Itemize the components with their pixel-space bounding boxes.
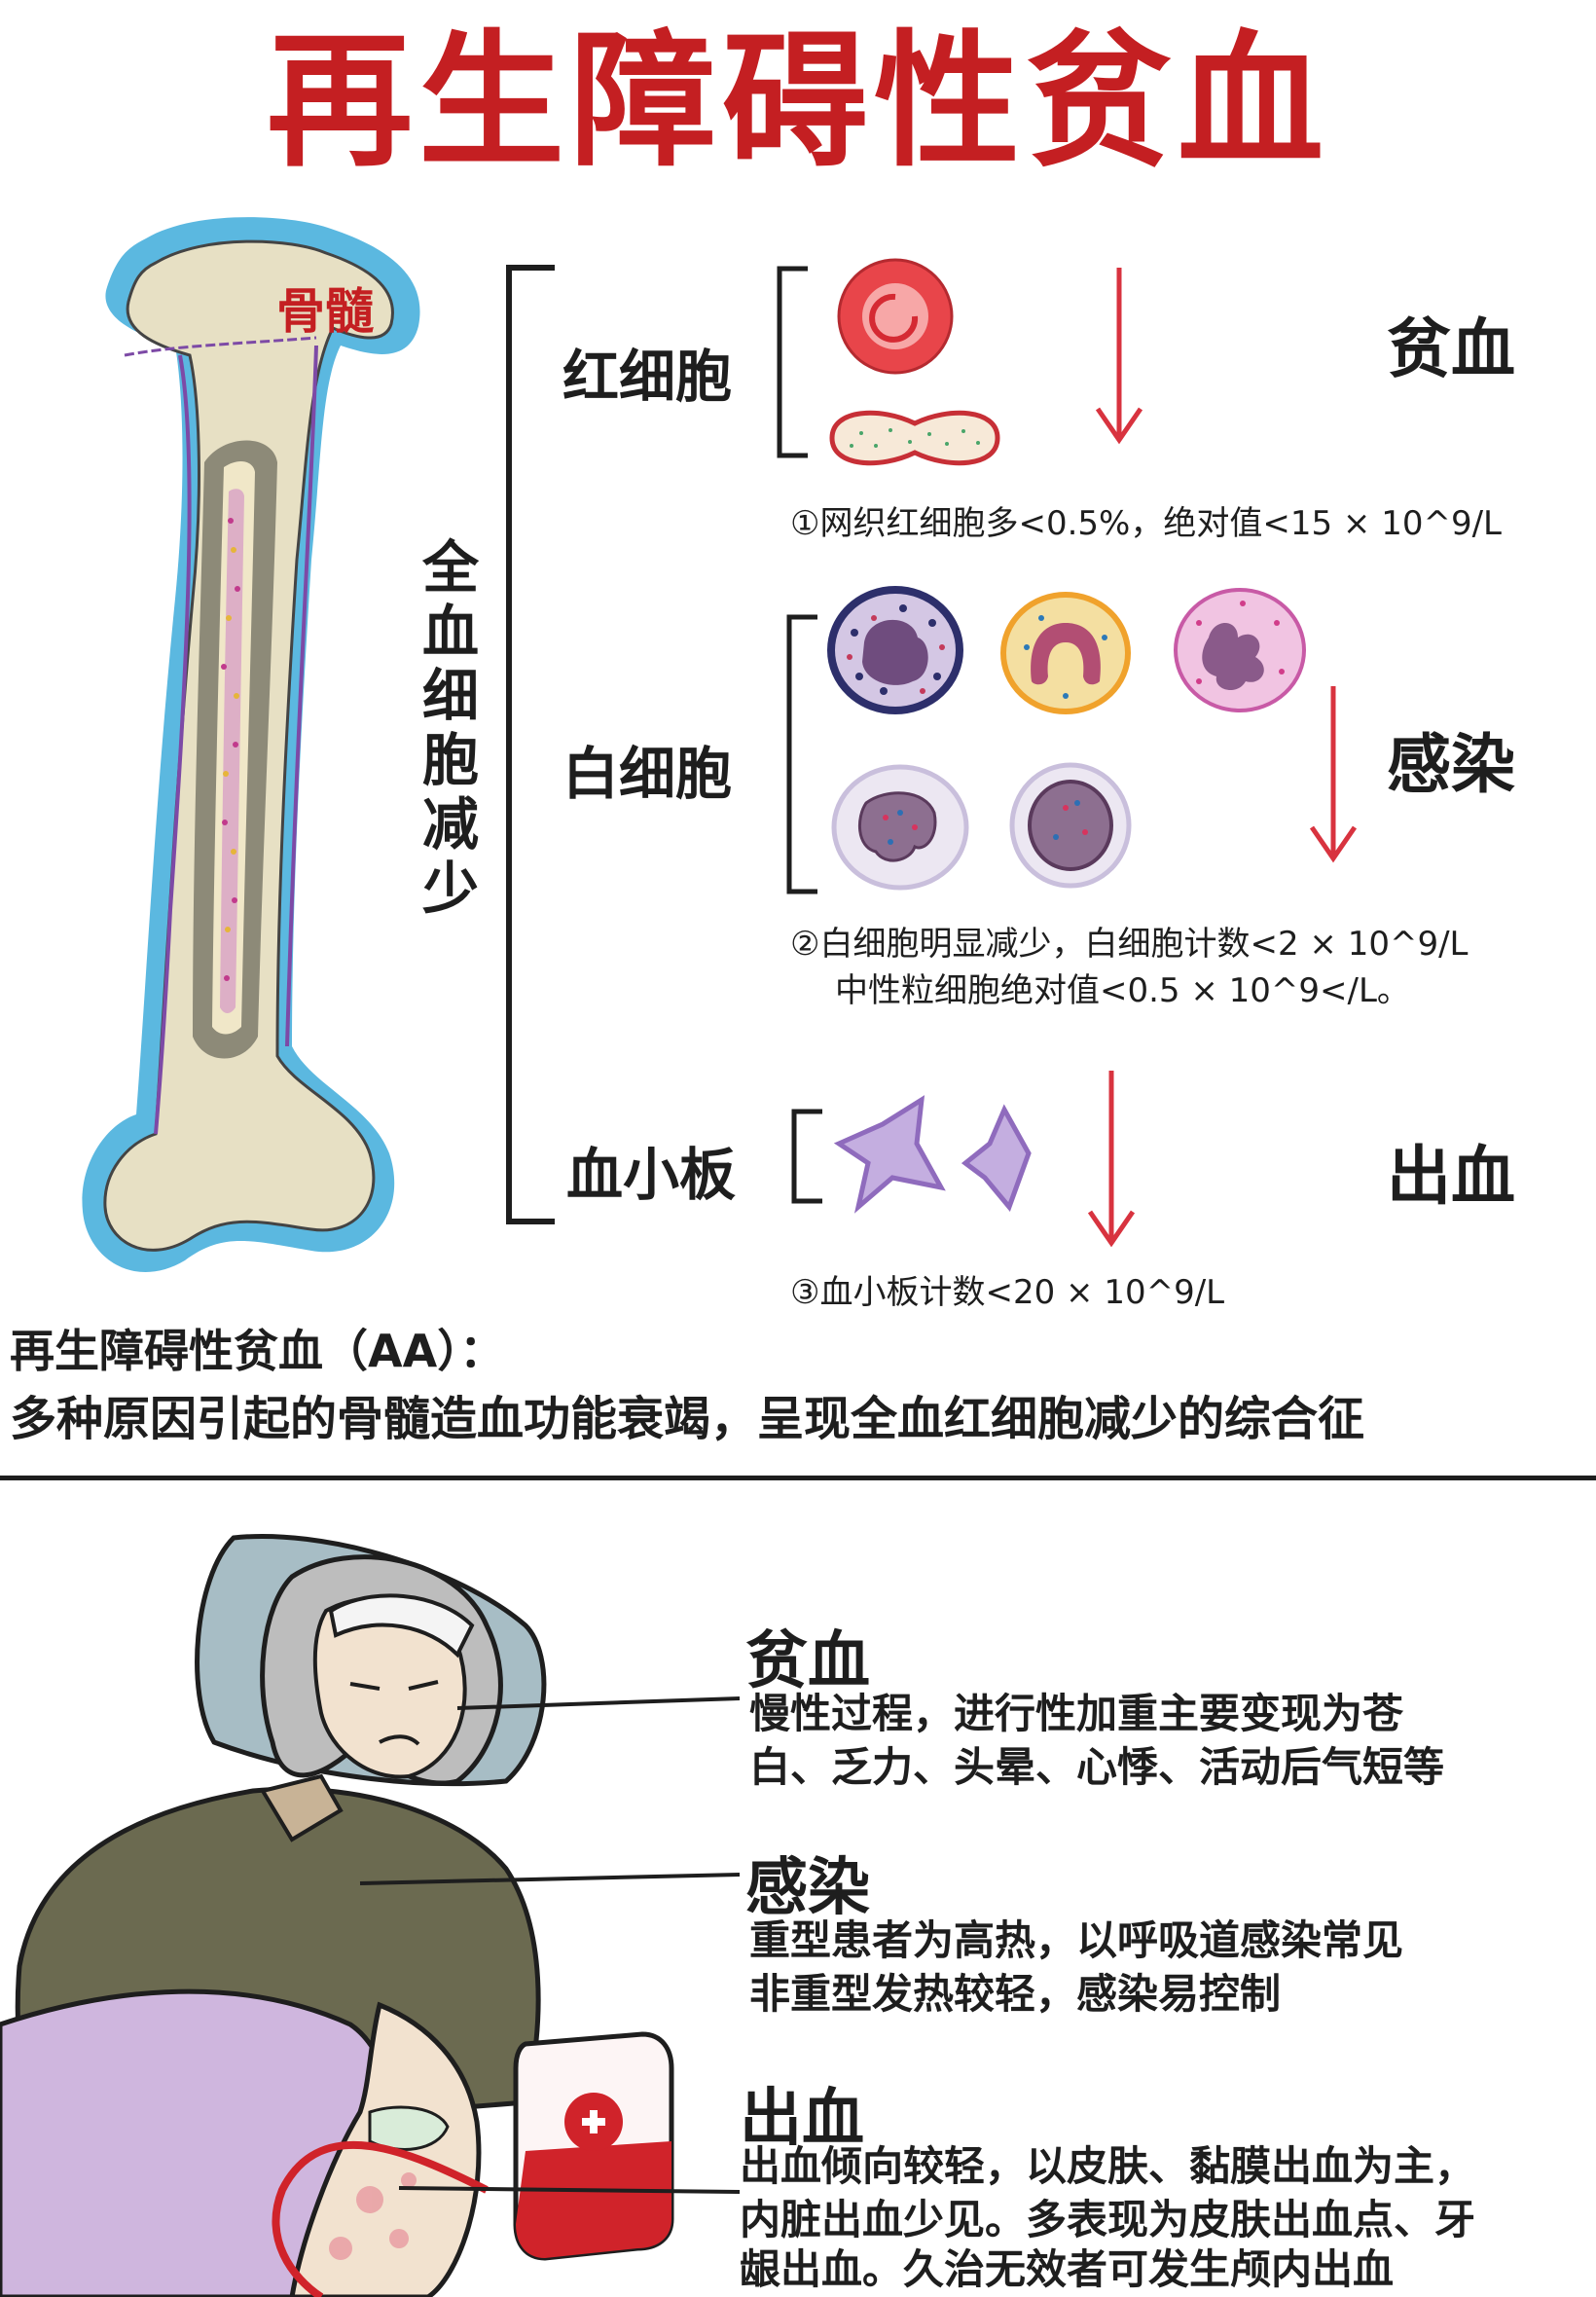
monocyte-icon <box>831 764 969 891</box>
wbc-bracket <box>786 614 817 894</box>
patient-illustration <box>0 1533 740 2297</box>
definition-text: 多种原因引起的骨髓造血功能衰竭，呈现全血红细胞减少的综合征 <box>10 1392 1365 1446</box>
symptom-bleeding-line1: 出血倾向较轻，以皮肤、黏膜出血为主， <box>740 2142 1476 2190</box>
effect-anemia: 贫血 <box>1387 311 1515 386</box>
symptom-anemia-line1: 慢性过程，进行性加重主要变现为苍 <box>749 1690 1404 1737</box>
red-blood-cell-icon <box>837 258 954 375</box>
symptom-bleeding-line2: 内脏出血少见。多表现为皮肤出血点、牙 <box>740 2196 1476 2243</box>
note-rbc: ①网织红细胞多<0.5%，绝对值<15 × 10^9/L <box>790 504 1502 543</box>
basophil-icon <box>827 586 963 714</box>
cell-label-rbc: 红细胞 <box>562 344 733 410</box>
rbc-bracket <box>777 266 808 458</box>
symptom-title-anemia: 贫血 <box>745 1625 870 1697</box>
marrow-label: 骨髓 <box>276 283 374 340</box>
note-wbc-line1: ②白细胞明显减少，白细胞计数<2 × 10^9/L <box>790 925 1469 964</box>
note-wbc-line2: 中性粒细胞绝对值<0.5 × 10^9</L。 <box>835 971 1410 1010</box>
arrow-down-icon-rbc <box>1095 268 1143 445</box>
symptom-anemia-line2: 白、乏力、头晕、心悸、活动后气短等 <box>749 1743 1445 1791</box>
platelet-bracket <box>791 1109 822 1204</box>
platelet-icon <box>833 1095 1032 1214</box>
pancytopenia-bracket <box>506 265 555 1224</box>
section-divider <box>0 1476 1596 1480</box>
symptom-infection-line2: 非重型发热较轻，感染易控制 <box>749 1970 1282 2018</box>
red-blood-cell-side-icon <box>829 410 1000 466</box>
bone-illustration <box>82 217 420 1272</box>
symptom-bleeding-line3: 龈出血。久治无效者可发生颅内出血 <box>740 2245 1395 2293</box>
neutrophil-icon <box>1174 588 1306 712</box>
pancytopenia-label: 全血细胞减少 <box>421 534 479 922</box>
symptom-infection-line1: 重型患者为高热，以呼吸道感染常见 <box>749 1916 1404 1964</box>
arrow-down-icon-platelet <box>1087 1071 1136 1248</box>
effect-bleeding: 出血 <box>1387 1139 1515 1214</box>
lymphocyte-icon <box>1009 762 1132 889</box>
eosinophil-icon <box>1000 592 1131 714</box>
cell-label-platelet: 血小板 <box>566 1142 737 1208</box>
effect-infection: 感染 <box>1387 727 1515 802</box>
page-title: 再生障碍性贫血 <box>266 18 1329 187</box>
definition-term: 再生障碍性贫血（AA）： <box>10 1325 505 1377</box>
symptom-title-infection: 感染 <box>745 1852 870 1924</box>
cell-label-wbc: 白细胞 <box>562 741 733 807</box>
arrow-down-icon-wbc <box>1309 686 1358 863</box>
symptom-title-bleeding: 出血 <box>740 2083 864 2155</box>
note-platelet: ③血小板计数<20 × 10^9/L <box>790 1273 1225 1312</box>
